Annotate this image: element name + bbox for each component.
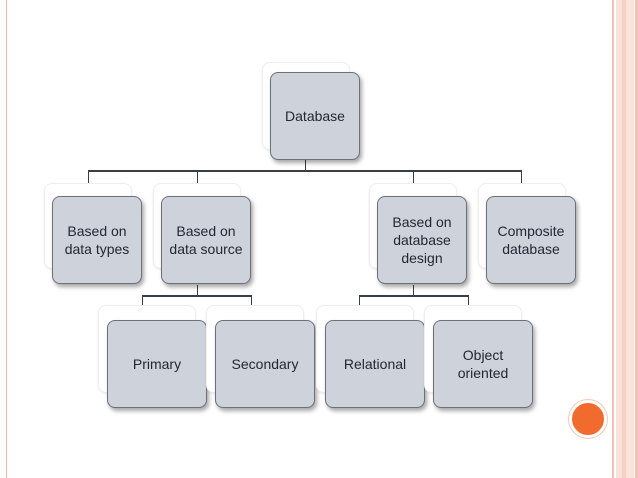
connector-data-source-stem: [197, 285, 198, 296]
node-database: Database: [262, 62, 362, 162]
connector-to-object-oriented: [468, 295, 469, 307]
connector-to-secondary: [251, 295, 252, 307]
slide-border-right-edge: [635, 0, 638, 478]
node-composite-database-label: Composite database: [486, 196, 576, 284]
connector-to-data-source: [197, 170, 198, 186]
connector-to-data-types: [88, 170, 89, 186]
node-relational: Relational: [316, 305, 428, 409]
node-based-on-database-design: Based on database design: [369, 183, 469, 284]
node-secondary-label: Secondary: [215, 320, 315, 408]
node-secondary: Secondary: [206, 305, 318, 409]
node-composite-database: Composite database: [478, 183, 578, 284]
node-based-on-data-types: Based on data types: [44, 183, 144, 284]
node-based-on-data-source: Based on data source: [153, 183, 253, 284]
connector-to-primary: [142, 295, 143, 307]
connector-level1-bus: [88, 170, 521, 172]
node-object-oriented-label: Object oriented: [433, 320, 533, 408]
orange-circle-decoration: [569, 400, 607, 438]
node-object-oriented: Object oriented: [424, 305, 536, 409]
slide-border-left: [6, 0, 7, 478]
node-based-on-database-design-label: Based on database design: [377, 196, 467, 284]
slide-border-right-band-inner: [622, 0, 626, 478]
connector-to-composite: [521, 170, 522, 186]
connector-database-design-bus: [359, 295, 468, 297]
connector-root-stem: [305, 159, 306, 171]
node-relational-label: Relational: [325, 320, 425, 408]
node-primary-label: Primary: [107, 320, 207, 408]
slide-border-right: [612, 0, 614, 478]
node-primary: Primary: [98, 305, 210, 409]
connector-database-design-stem: [413, 285, 414, 296]
node-based-on-data-types-label: Based on data types: [52, 196, 142, 284]
connector-to-relational: [359, 295, 360, 307]
node-based-on-data-source-label: Based on data source: [161, 196, 251, 284]
connector-to-database-design: [413, 170, 414, 186]
connector-data-source-bus: [142, 295, 251, 297]
node-database-label: Database: [270, 72, 360, 160]
